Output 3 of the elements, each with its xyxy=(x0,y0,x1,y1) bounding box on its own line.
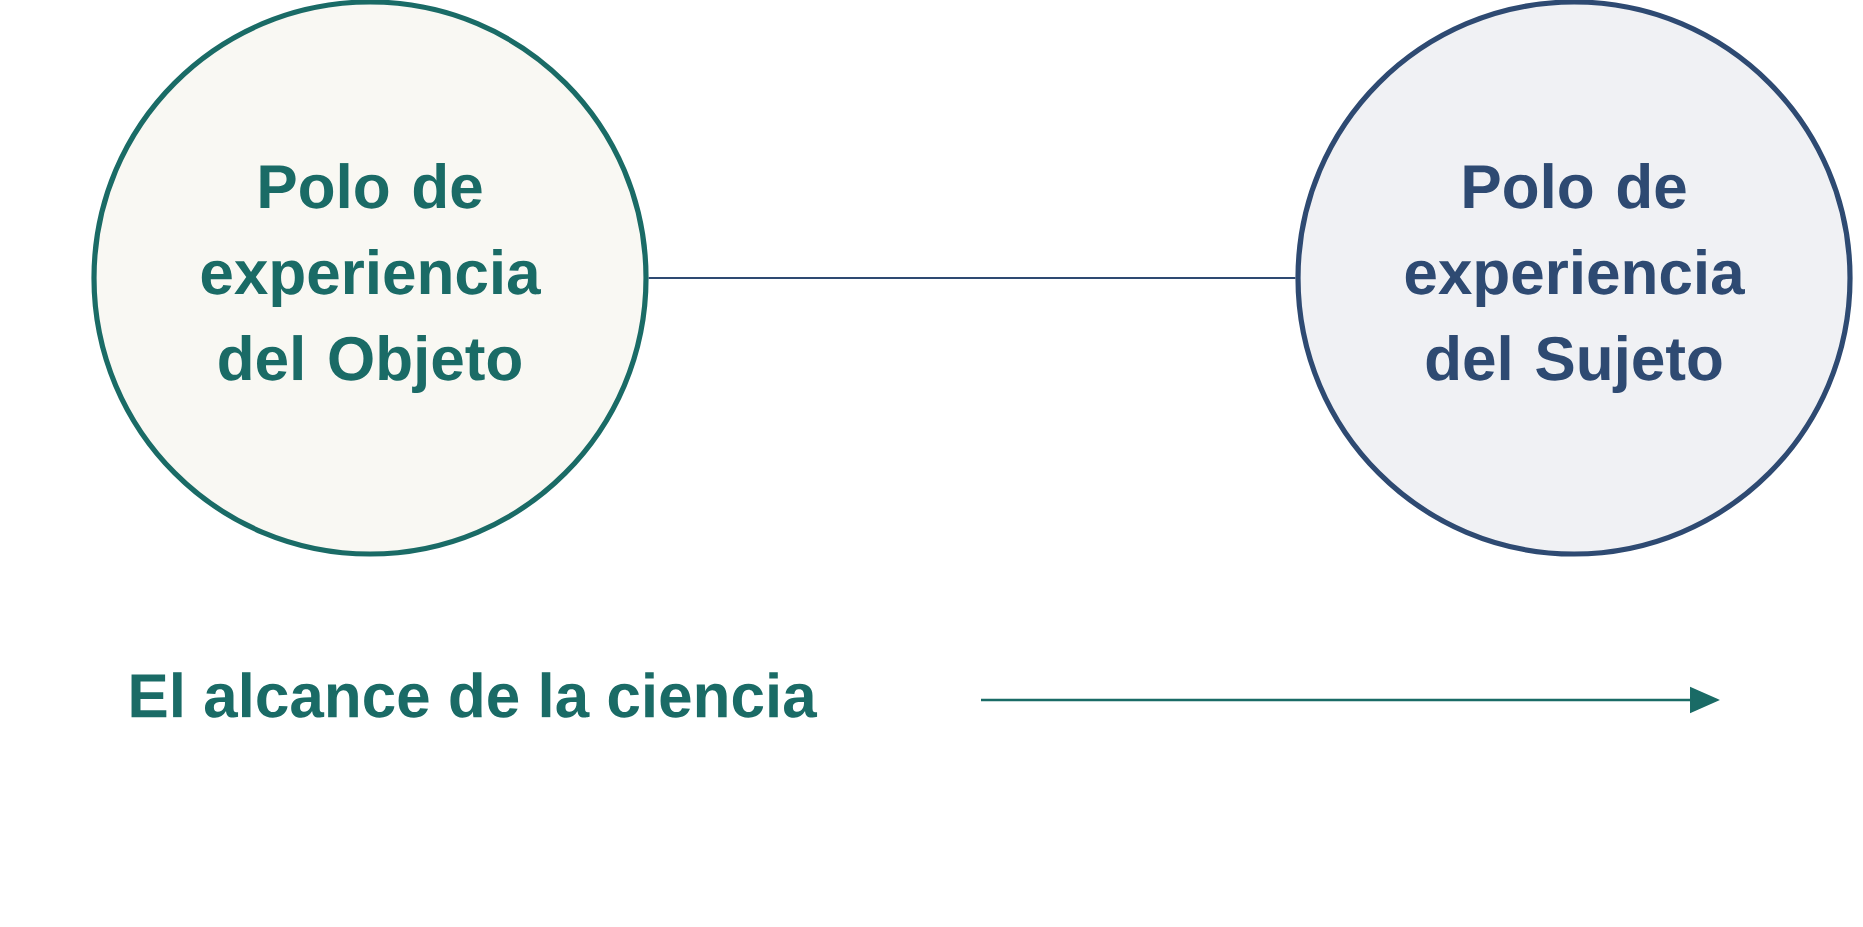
circle-node: Polo de experiencia del Sujeto xyxy=(1295,0,1853,557)
caption-text: El alcance de la ciencia xyxy=(131,672,818,718)
connector-line xyxy=(648,276,1296,280)
